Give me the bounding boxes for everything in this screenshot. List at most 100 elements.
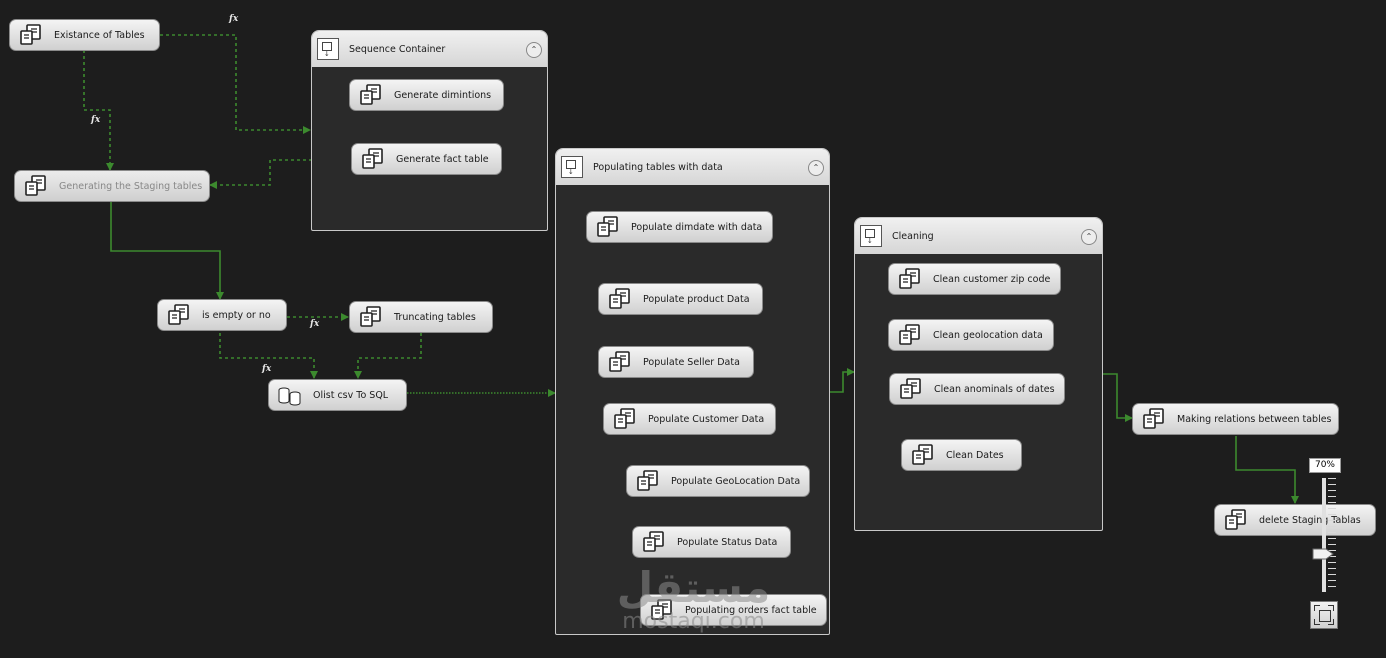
task-label: Clean geolocation data [933,329,1043,341]
task-clean-customer-zip[interactable]: Clean customer zip code [888,263,1061,295]
task-label: Populate Seller Data [643,356,740,368]
sql-task-icon [595,215,623,239]
zoom-control[interactable]: 70% [1307,458,1341,638]
task-populate-status[interactable]: Populate Status Data [632,526,791,558]
task-label: Making relations between tables [1177,413,1332,425]
task-label: is empty or no [202,309,271,321]
constraint-cleaning-to-relations [1103,373,1133,422]
fit-corner [1328,605,1334,611]
sql-task-icon [360,147,388,171]
data-flow-task-icon [277,383,305,407]
sql-task-icon [635,469,663,493]
task-populate-dimdate[interactable]: Populate dimdate with data [586,211,773,243]
task-populate-geolocation[interactable]: Populate GeoLocation Data [626,465,810,497]
task-label: Truncating tables [394,311,476,323]
sql-task-icon [1141,407,1169,431]
zoom-slider-ticks [1328,478,1336,592]
sequence-container[interactable]: ↓ Sequence Container ⌃ [311,30,548,231]
constraint-truncating-to-olist [354,333,422,379]
task-label: Generate fact table [396,153,489,165]
sql-task-icon [607,287,635,311]
watermark-latin: mostaqi.com [622,609,765,634]
fit-to-window-icon [1319,610,1331,622]
fit-corner [1314,619,1320,625]
constraint-existance-to-staging [83,50,114,171]
cleaning-container-title: Cleaning [892,230,934,242]
sql-task-icon [897,267,925,291]
collapse-icon[interactable]: ⌃ [808,160,824,176]
task-delete-staging[interactable]: delete Staging Tablas [1214,504,1376,536]
zoom-percent-label: 70% [1309,458,1341,473]
fit-corner [1328,619,1334,625]
constraint-relations-to-delete [1235,436,1299,504]
sequence-container-title: Sequence Container [349,43,446,55]
populating-container-header[interactable]: ↓ Populating tables with data ⌃ [556,149,829,185]
container-icon: ↓ [317,38,339,60]
task-generate-fact-table[interactable]: Generate fact table [351,143,502,175]
constraint-isempty-to-olist [219,333,318,379]
expression-marker: fx [310,319,320,329]
task-clean-anominals[interactable]: Clean anominals of dates [889,373,1065,405]
constraint-sequence-to-staging [209,159,312,189]
sql-task-icon [18,23,46,47]
sql-task-icon [358,83,386,107]
sql-task-icon [23,174,51,198]
populating-container-title: Populating tables with data [593,161,723,173]
sql-task-icon [649,598,677,622]
sql-task-icon [1223,508,1251,532]
task-label: delete Staging Tablas [1259,514,1361,526]
cleaning-container-header[interactable]: ↓ Cleaning ⌃ [855,218,1102,254]
sql-task-icon [612,407,640,431]
task-label: Clean customer zip code [933,273,1051,285]
task-label: Populating orders fact table [685,604,817,616]
task-clean-dates[interactable]: Clean Dates [901,439,1022,471]
container-icon: ↓ [860,225,882,247]
task-label: Populate product Data [643,293,750,305]
task-olist-csv-to-sql[interactable]: Olist csv To SQL [268,379,407,411]
expression-marker: fx [262,364,272,374]
task-truncating-tables[interactable]: Truncating tables [349,301,493,333]
task-label: Populate GeoLocation Data [671,475,801,487]
task-is-empty-or-no[interactable]: is empty or no [157,299,287,331]
task-clean-geolocation[interactable]: Clean geolocation data [888,319,1054,351]
task-label: Olist csv To SQL [313,389,389,401]
task-label: Generating the Staging tables [59,180,203,192]
task-label: Existance of Tables [54,29,145,41]
task-label: Populate Status Data [677,536,778,548]
sql-task-icon [607,350,635,374]
sequence-container-header[interactable]: ↓ Sequence Container ⌃ [312,31,547,67]
task-populate-seller[interactable]: Populate Seller Data [598,346,754,378]
sql-task-icon [358,305,386,329]
sql-task-icon [897,323,925,347]
task-label: Clean anominals of dates [934,383,1055,395]
collapse-icon[interactable]: ⌃ [526,42,542,58]
expression-marker: fx [91,115,101,125]
sql-task-icon [166,303,194,327]
task-existance-of-tables[interactable]: Existance of Tables [9,19,160,51]
zoom-fit-button[interactable] [1310,601,1338,629]
zoom-slider-thumb[interactable] [1312,548,1334,560]
watermark: مستقل mostaqi.com [606,566,781,646]
zoom-slider-track[interactable] [1322,478,1326,592]
fit-corner [1314,605,1320,611]
constraint-staging-to-isempty [110,202,224,300]
task-label: Populate dimdate with data [631,221,763,233]
watermark-arabic: مستقل [616,563,771,612]
task-label: Populate Customer Data [648,413,765,425]
task-generating-staging-tables[interactable]: Generating the Staging tables [14,170,210,202]
sql-task-icon [910,443,938,467]
task-generate-dimintions[interactable]: Generate dimintions [349,79,504,111]
task-populate-product[interactable]: Populate product Data [598,283,763,315]
container-icon: ↓ [561,156,583,178]
sql-task-icon [898,377,926,401]
task-populating-orders-fact[interactable]: Populating orders fact table [640,594,827,626]
task-populate-customer[interactable]: Populate Customer Data [603,403,776,435]
collapse-icon[interactable]: ⌃ [1081,229,1097,245]
sql-task-icon [641,530,669,554]
task-making-relations[interactable]: Making relations between tables [1132,403,1339,435]
constraint-existance-to-sequence [160,34,311,134]
expression-marker: fx [229,14,239,24]
task-label: Clean Dates [946,449,1004,461]
constraint-populating-to-cleaning [830,368,855,393]
task-label: Generate dimintions [394,89,492,101]
